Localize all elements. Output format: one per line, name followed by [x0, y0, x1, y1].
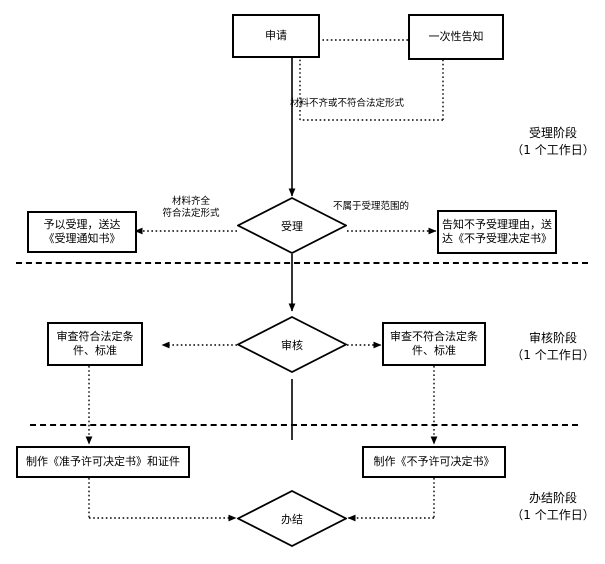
node-review[interactable]: 审核	[237, 316, 347, 373]
node-review-fail-line2: 件、标准	[412, 344, 456, 357]
stage-review-duration: （1 个工作日）	[511, 348, 595, 363]
divider-acceptance-review	[16, 262, 588, 264]
node-review-pass-line1: 审查符合法定条	[56, 330, 134, 344]
node-accept[interactable]: 受理	[237, 197, 347, 254]
review-diamond-shape	[237, 316, 347, 373]
stage-label-completion: 办结阶段 （1 个工作日）	[505, 490, 601, 525]
node-make-permit[interactable]: 制作《准予许可决定书》和证件	[16, 446, 190, 478]
edge-label-complete-line2: 符合法定形式	[162, 208, 220, 220]
node-apply-label: 申请	[265, 29, 287, 43]
edge-make-reject-to-finish	[347, 478, 435, 522]
edge-label-out-of-scope-text: 不属于受理范围的	[333, 201, 410, 212]
node-make-reject[interactable]: 制作《不予许可决定书》	[362, 446, 506, 478]
divider-review-completion	[30, 424, 578, 426]
stage-completion-duration: （1 个工作日）	[511, 508, 595, 523]
node-review-fail[interactable]: 审查不符合法定条 件、标准	[382, 322, 486, 366]
stage-review-name: 审核阶段	[528, 331, 577, 345]
node-review-fail-line1: 审查不符合法定条	[390, 330, 478, 344]
edge-label-incomplete-text: 材料不齐或不符合法定形式	[290, 98, 405, 109]
node-review-pass-line2: 件、标准	[73, 344, 117, 357]
edge-label-complete: 材料齐全 符合法定形式	[145, 196, 237, 221]
edge-label-incomplete: 材料不齐或不符合法定形式	[290, 98, 404, 110]
node-accept-label: 受理	[281, 219, 303, 233]
edge-label-out-of-scope: 不属于受理范围的	[333, 201, 409, 213]
stage-acceptance-name: 受理阶段	[528, 126, 577, 140]
node-review-label: 审核	[281, 338, 303, 352]
node-one-time-notice-label: 一次性告知	[428, 30, 484, 44]
node-review-pass[interactable]: 审查符合法定条 件、标准	[47, 322, 143, 366]
node-accept-no-line2: 达《不予受理决定书》	[442, 232, 552, 245]
node-accept-no-line1: 告知不予受理理由，送	[442, 218, 552, 232]
node-accept-yes[interactable]: 予以受理，送达 《受理通知书》	[27, 211, 137, 253]
node-accept-yes-line1: 予以受理，送达	[43, 218, 121, 232]
stage-completion-name: 办结阶段	[528, 491, 577, 505]
node-make-reject-label: 制作《不予许可决定书》	[373, 455, 495, 469]
accept-diamond-shape	[237, 197, 347, 254]
node-one-time-notice[interactable]: 一次性告知	[408, 14, 504, 60]
stage-label-review: 审核阶段 （1 个工作日）	[505, 330, 601, 365]
node-apply[interactable]: 申请	[232, 14, 320, 58]
node-finish[interactable]: 办结	[237, 490, 347, 547]
node-accept-no[interactable]: 告知不予受理理由，送 达《不予受理决定书》	[437, 210, 557, 254]
node-accept-yes-line2: 《受理通知书》	[43, 232, 121, 245]
stage-acceptance-duration: （1 个工作日）	[511, 143, 595, 158]
edge-make-permit-to-finish	[88, 478, 237, 522]
stage-label-acceptance: 受理阶段 （1 个工作日）	[505, 125, 601, 160]
finish-diamond-shape	[237, 490, 347, 547]
node-make-permit-label: 制作《准予许可决定书》和证件	[26, 455, 180, 469]
edge-label-complete-line1: 材料齐全	[171, 196, 210, 207]
node-finish-label: 办结	[281, 512, 303, 526]
